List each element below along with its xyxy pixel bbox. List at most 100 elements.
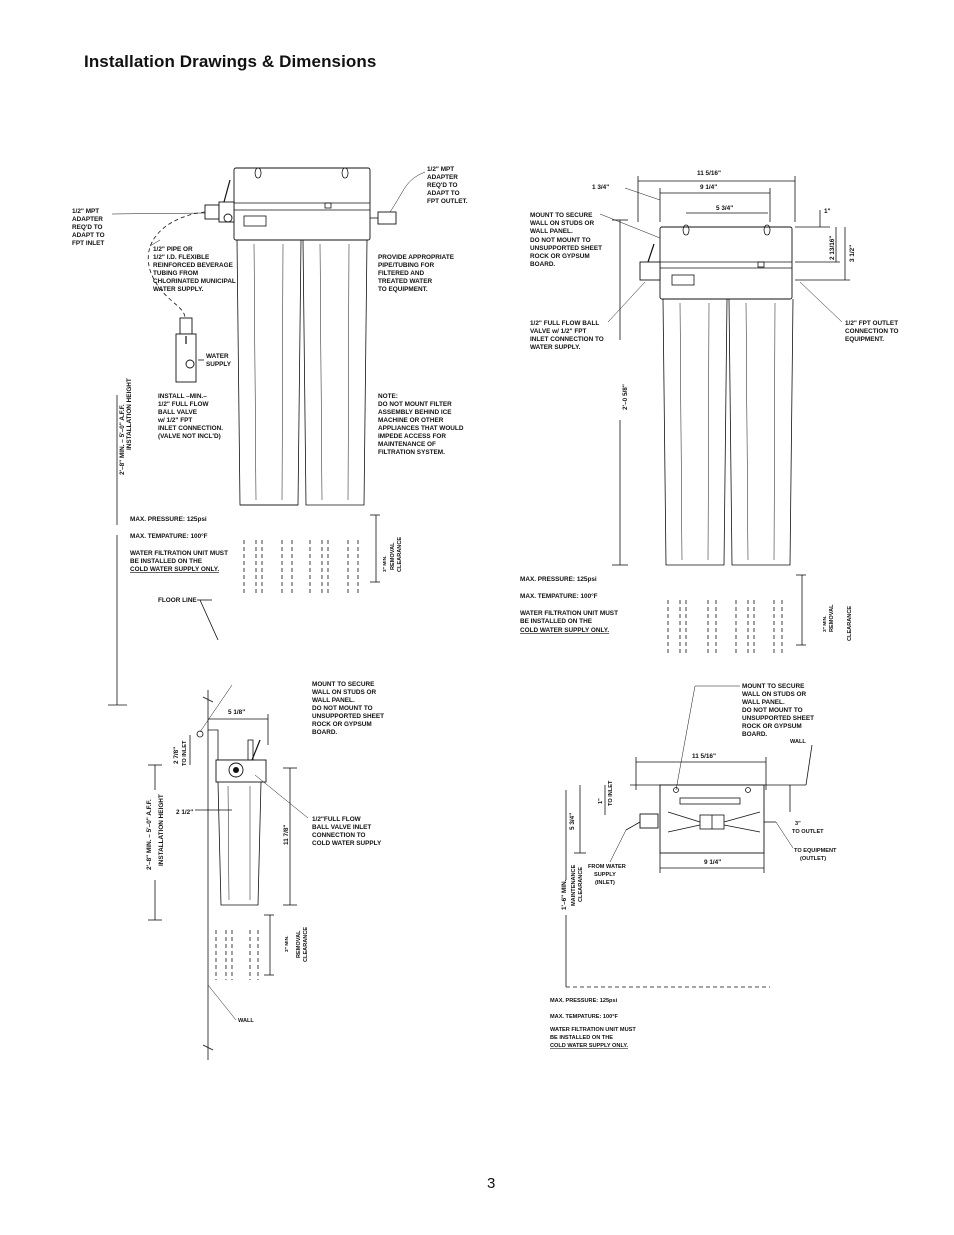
- front-pipe-note-line-1: 1/2" PIPE OR: [153, 246, 193, 253]
- side-removal-line-1: 3" MIN.: [284, 936, 290, 952]
- top-mount-note-line-1: MOUNT TO SECURE: [742, 683, 805, 690]
- right-ball-valve-line-4: WATER SUPPLY.: [530, 344, 581, 351]
- top-cold-note-line-3: COLD WATER SUPPLY ONLY.: [550, 1043, 628, 1049]
- side-mount-note-line-7: BOARD.: [312, 729, 337, 736]
- top-wall: WALL: [790, 739, 806, 745]
- front-pipe-note-line-5: CHLORINATED MUNICIPAL: [153, 278, 236, 285]
- front-water-supply-line-2: SUPPLY: [206, 361, 232, 368]
- right-outlet-line-3: EQUIPMENT.: [845, 336, 884, 343]
- front-install-note-line-2: 1/2" FULL FLOW: [158, 401, 209, 408]
- front-cold-note-line-3: COLD WATER SUPPLY ONLY.: [130, 566, 219, 573]
- front-inlet-adapter-line-1: 1/2" MPT: [72, 208, 99, 215]
- right-ball-valve-line-2: VALVE w/ 1/2" FPT: [530, 328, 587, 335]
- right-mount-note-line-6: ROCK OR GYPSUM: [530, 253, 590, 260]
- front-pipe-note-line-2: 1/2" I.D. FLEXIBLE: [153, 254, 210, 261]
- front-pipe-note-line-3: REINFORCED BEVERAGE: [153, 262, 234, 269]
- front-provide-note-line-5: TO EQUIPMENT.: [378, 286, 428, 293]
- front-outlet-adapter-line-5: FPT OUTLET.: [427, 198, 468, 205]
- front-install-note-line-6: (VALVE NOT INCL'D): [158, 433, 221, 440]
- front-provide-note-line-1: PROVIDE APPROPRIATE: [378, 254, 455, 261]
- front-inlet-adapter-line-2: ADAPTER: [72, 216, 103, 223]
- right-mount-note-line-1: MOUNT TO SECURE: [530, 212, 593, 219]
- right-ball-valve-line-1: 1/2" FULL FLOW BALL: [530, 320, 599, 327]
- front-cold-note-line-2: BE INSTALLED ON THE: [130, 558, 203, 565]
- right-mount-note-line-3: WALL PANEL.: [530, 228, 573, 235]
- right-mount-note-line-4: DO NOT MOUNT TO: [530, 237, 591, 244]
- front-removal-line-1: 3" MIN.: [382, 556, 388, 572]
- page-number: 3: [487, 1175, 496, 1192]
- top-max-temp: MAX. TEMPATURE: 100°F: [550, 1014, 618, 1020]
- top-to-equipment-line-1: TO EQUIPMENT: [794, 848, 837, 854]
- front-note-line-8: FILTRATION SYSTEM.: [378, 449, 445, 456]
- front-outlet-adapter-line-2: ADAPTER: [427, 174, 458, 181]
- front-note-line-2: DO NOT MOUNT FILTER: [378, 401, 452, 408]
- top-from-supply-line-1: FROM WATER: [588, 864, 626, 870]
- right-dim-holes: 5 3/4": [716, 205, 733, 212]
- side-mount-note-line-3: WALL PANEL.: [312, 697, 355, 704]
- front-note-line-7: MAINTENANCE OF: [378, 441, 436, 448]
- top-maintenance-line-2: MAINTENANCE: [571, 864, 577, 906]
- front-note-line-4: MACHINE OR OTHER: [378, 417, 444, 424]
- front-inlet-adapter-line-5: FPT INLET: [72, 240, 104, 247]
- top-mount-note-line-3: WALL PANEL.: [742, 699, 785, 706]
- right-height: 2'–0 5/8": [622, 384, 629, 410]
- front-provide-note-line-3: FILTERED AND: [378, 270, 425, 277]
- right-mount-note-line-2: WALL ON STUDS OR: [530, 220, 595, 227]
- right-dim-b: 3 1/2": [849, 245, 856, 262]
- top-mount-note-line-5: UNSUPPORTED SHEET: [742, 715, 814, 722]
- side-removal-line-3: CLEARANCE: [303, 927, 309, 962]
- front-install-note-line-3: BALL VALVE: [158, 409, 198, 416]
- right-removal-line-3: CLEARANCE: [847, 606, 853, 641]
- front-provide-note-line-4: TREATED WATER: [378, 278, 432, 285]
- right-dim-left: 1 3/4": [592, 184, 609, 191]
- front-install-height-line-1: 2'–8" MIN. – 5'–0" A.F.F.: [119, 404, 126, 475]
- top-dim-outlet-line-2: TO OUTLET: [792, 829, 824, 835]
- front-install-note-line-5: INLET CONNECTION.: [158, 425, 223, 432]
- top-dim-outlet-line-1: 3": [795, 821, 801, 827]
- front-note-line-3: ASSEMBLY BEHIND ICE: [378, 409, 452, 416]
- side-install-height-line-2: INSTALLATION HEIGHT: [158, 794, 165, 866]
- top-mount-note-line-4: DO NOT MOUNT TO: [742, 707, 803, 714]
- side-install-height-line-1: 2'–8" MIN. – 5'–0" A.F.F.: [146, 799, 153, 870]
- front-water-supply-line-1: WATER: [206, 353, 229, 360]
- right-mount-note-line-5: UNSUPPORTED SHEET: [530, 245, 602, 252]
- front-outlet-adapter-line-4: ADAPT TO: [427, 190, 460, 197]
- top-dim-depth: 5 3/4": [569, 813, 576, 830]
- side-dim-inlet-line-1: 2 7/8": [173, 747, 180, 764]
- right-removal-line-1: 3" MIN.: [822, 616, 828, 632]
- top-maintenance-line-3: CLEARANCE: [578, 867, 584, 902]
- page-title: Installation Drawings & Dimensions: [84, 52, 377, 71]
- side-view-drawing: [148, 684, 309, 1060]
- side-valve-note-line-2: BALL VALVE INLET: [312, 824, 371, 831]
- front-provide-note-line-2: PIPE/TUBING FOR: [378, 262, 434, 269]
- top-dim-inlet-line-1: 1": [598, 798, 604, 804]
- front-note-line-5: APPLIANCES THAT WOULD: [378, 425, 464, 432]
- right-outlet-line-1: 1/2" FPT OUTLET: [845, 320, 898, 327]
- right-ball-valve-line-3: INLET CONNECTION TO: [530, 336, 604, 343]
- side-wall: WALL: [238, 1018, 254, 1024]
- side-dim-height: 11 7/8": [283, 825, 290, 845]
- top-dim-overall: 11 5/16": [692, 753, 716, 760]
- right-mount-note-line-7: BOARD.: [530, 261, 555, 268]
- side-dim-half: 2 1/2": [176, 809, 193, 816]
- front-install-height-line-2: INSTALLATION HEIGHT: [126, 378, 133, 450]
- right-removal-line-2: REMOVAL: [829, 604, 835, 632]
- front-removal-line-2: REMOVAL: [390, 542, 396, 570]
- top-from-supply-line-2: SUPPLY: [594, 872, 616, 878]
- front-install-note-line-4: w/ 1/2" FPT: [157, 417, 192, 424]
- top-mount-note-line-2: WALL ON STUDS OR: [742, 691, 807, 698]
- top-dim-inlet-line-2: TO INLET: [608, 780, 614, 806]
- front-note-line-6: IMPEDE ACCESS FOR: [378, 433, 446, 440]
- side-mount-note-line-4: DO NOT MOUNT TO: [312, 705, 373, 712]
- side-dim-depth: 5 1/8": [228, 709, 245, 716]
- right-cold-note-line-3: COLD WATER SUPPLY ONLY.: [520, 627, 609, 634]
- side-valve-note-line-1: 1/2"FULL FLOW: [312, 816, 362, 823]
- right-dim-top: 1": [824, 208, 831, 215]
- front-removal-line-3: CLEARANCE: [397, 537, 403, 572]
- front-inlet-adapter-line-3: REQ'D TO: [72, 224, 103, 231]
- side-valve-note-line-3: CONNECTION TO: [312, 832, 366, 839]
- side-valve-note-line-4: COLD WATER SUPPLY: [312, 840, 382, 847]
- top-from-supply-line-3: (INLET): [595, 880, 615, 886]
- right-cold-note-line-1: WATER FILTRATION UNIT MUST: [520, 610, 618, 617]
